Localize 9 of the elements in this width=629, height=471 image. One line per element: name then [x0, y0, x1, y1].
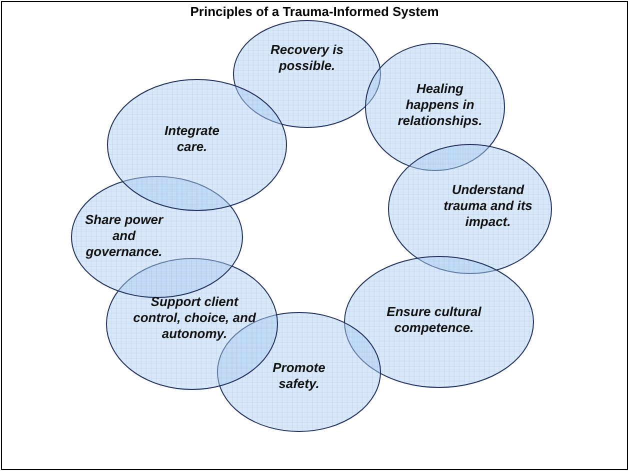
principle-text: Promote safety.	[272, 360, 326, 392]
principle-text: Integrate care.	[164, 123, 220, 155]
principle-text: Support client control, choice, and autonomy.	[132, 294, 257, 342]
principle-text: Ensure cultural competence.	[386, 304, 482, 336]
diagram-title: Principles of a Trauma-Informed System	[189, 4, 440, 19]
principle-text: Recovery is possible.	[270, 42, 344, 74]
principle-text: Understand trauma and its impact.	[442, 182, 534, 230]
principle-text: Healing happens in relationships.	[396, 81, 484, 129]
principle-text: Share power and governance.	[84, 212, 165, 260]
